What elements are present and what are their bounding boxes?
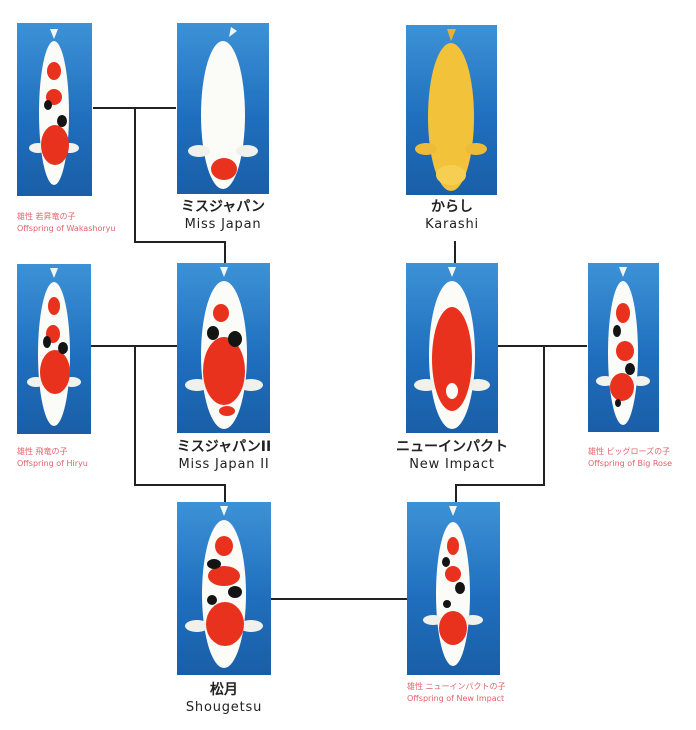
offspring-note-jp: 雄性 ビッグローズの子 [588, 447, 671, 456]
offspring-note-en: Offspring of Big Rose [588, 458, 673, 468]
connector-line [543, 345, 545, 486]
koi-fish-icon [188, 27, 258, 189]
koi-caption-new-impact: ニューインパクト New Impact [392, 439, 512, 473]
connector-line [224, 241, 226, 263]
connector-line [455, 484, 457, 502]
offspring-note-en: Offspring of New Impact [407, 693, 505, 703]
connector-line [271, 598, 407, 600]
koi-photo-karashi [406, 25, 497, 195]
koi-fish-icon [596, 267, 650, 425]
koi-photo-new-impact-offspring [407, 502, 500, 675]
koi-photo-big-rose-offspring [588, 263, 659, 432]
connector-line [455, 484, 545, 486]
koi-fish-icon [185, 506, 263, 668]
offspring-note-big-rose: 雄性 ビッグローズの子 Offspring of Big Rose [588, 446, 672, 469]
koi-name-en: Miss Japan [184, 216, 262, 232]
koi-fish-icon [29, 29, 79, 185]
koi-fish-icon [423, 506, 483, 666]
koi-name-jp: ミスジャパン [181, 199, 265, 215]
koi-fish-icon [415, 29, 487, 191]
koi-name-en: New Impact [409, 456, 495, 472]
offspring-note-jp: 雄性 ニューインパクトの子 [407, 682, 506, 691]
koi-name-en: Shougetsu [185, 699, 263, 715]
koi-fish-icon [414, 267, 490, 429]
koi-name-en: Karashi [425, 216, 479, 232]
koi-name-jp: 松月 [210, 682, 238, 698]
connector-line [454, 241, 456, 263]
koi-photo-shougetsu [177, 502, 271, 675]
koi-name-jp: ニューインパクト [396, 439, 508, 455]
connector-line [134, 107, 136, 243]
offspring-note-hiryu: 雄性 飛竜の子 Offspring of Hiryu [17, 446, 88, 469]
koi-name-en: Miss Japan II [178, 456, 270, 472]
connector-line [134, 345, 136, 486]
koi-caption-shougetsu: 松月 Shougetsu [177, 682, 271, 716]
connector-line [497, 345, 587, 347]
offspring-note-jp: 雄性 飛竜の子 [17, 447, 68, 456]
connector-line [134, 484, 226, 486]
koi-photo-new-impact [406, 263, 498, 433]
koi-fish-icon [185, 267, 263, 429]
koi-fish-icon [27, 268, 81, 426]
offspring-note-en: Offspring of Wakashoryu [17, 223, 116, 233]
connector-line [224, 484, 226, 502]
koi-name-jp: からし [431, 199, 473, 215]
koi-photo-wakashoryu-offspring [17, 23, 92, 196]
koi-photo-miss-japan [177, 23, 269, 194]
koi-caption-miss-japan: ミスジャパン Miss Japan [177, 199, 269, 233]
offspring-note-new-impact: 雄性 ニューインパクトの子 Offspring of New Impact [407, 681, 506, 704]
offspring-note-jp: 雄性 若昇竜の子 [17, 212, 76, 221]
koi-name-jp: ミスジャパンII [176, 439, 272, 455]
koi-caption-karashi: からし Karashi [400, 199, 504, 233]
offspring-note-en: Offspring of Hiryu [17, 458, 88, 468]
koi-photo-miss-japan-2 [177, 263, 270, 433]
koi-caption-miss-japan-2: ミスジャパンII Miss Japan II [165, 439, 283, 473]
offspring-note-wakashoryu: 雄性 若昇竜の子 Offspring of Wakashoryu [17, 211, 115, 234]
connector-line [134, 241, 226, 243]
koi-photo-hiryu-offspring [17, 264, 91, 434]
